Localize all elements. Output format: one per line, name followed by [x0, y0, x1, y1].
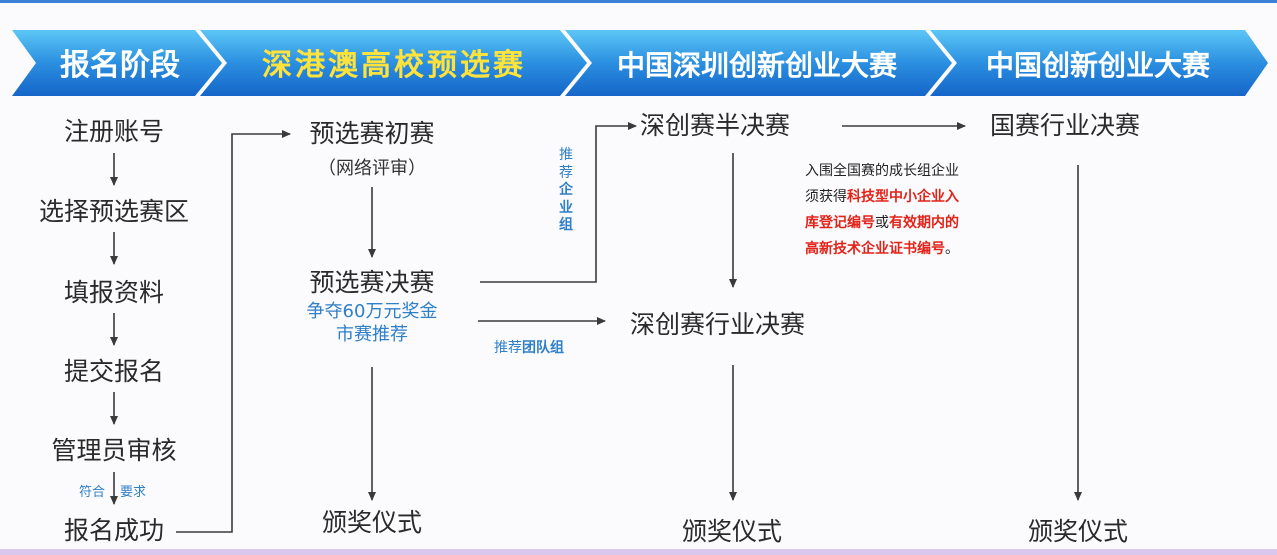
sz-award: 颁奖仪式	[681, 517, 782, 546]
preliminary-first-round-note: （网络评审）	[318, 158, 426, 179]
recommend-enterprise-char-3: 企	[559, 182, 573, 198]
prize-text-line2: 市赛推荐	[336, 324, 408, 345]
recommend-enterprise-char-4: 业	[559, 199, 573, 216]
step-select-zone: 选择预选赛区	[38, 197, 189, 226]
top-border	[0, 0, 1277, 3]
recommend-enterprise-label: 推 荐 企 业 组	[558, 147, 574, 235]
preliminary-award: 颁奖仪式	[321, 508, 422, 537]
step-submit: 提交报名	[63, 357, 164, 386]
prize-text-line1: 争夺60万元奖金	[306, 301, 438, 322]
note-line-2: 须获得科技型中小企业入	[805, 189, 959, 205]
recommend-team-prefix: 推荐	[494, 340, 522, 356]
national-industry-final: 国赛行业决赛	[990, 111, 1141, 140]
step-register-account: 注册账号	[63, 117, 164, 146]
note-line-3: 库登记编号或有效期内的	[805, 215, 959, 231]
preliminary-final: 预选赛决赛	[309, 268, 435, 297]
banner-chevron-2	[200, 30, 587, 96]
arrow-to-semifinal	[480, 122, 637, 283]
banner-chevron-4	[930, 30, 1268, 96]
step-fill-info: 填报资料	[63, 278, 164, 307]
recommend-enterprise-char-2: 荐	[559, 164, 573, 181]
national-requirement-note: 入围全国赛的成长组企业 须获得科技型中小企业入 库登记编号或有效期内的 高新技术…	[805, 158, 1010, 262]
requirement-label-a: 符合	[79, 485, 106, 500]
requirement-label-b: 要求	[120, 485, 147, 500]
sz-semifinal: 深创赛半决赛	[640, 111, 791, 140]
note-line-1: 入围全国赛的成长组企业	[805, 163, 959, 179]
banner-stage-3: 中国深圳创新创业大赛	[617, 49, 898, 82]
step-success: 报名成功	[63, 516, 164, 545]
banner-stage-4: 中国创新创业大赛	[986, 49, 1211, 82]
step-admin-review: 管理员审核	[51, 436, 177, 465]
recommend-team-label: 推荐团队组	[494, 337, 564, 357]
arrow-success-to-preliminary	[176, 130, 291, 533]
note-line-4: 高新技术企业证书编号。	[805, 241, 959, 257]
banner-stage-1: 报名阶段	[60, 48, 180, 83]
preliminary-first-round: 预选赛初赛	[309, 119, 435, 148]
recommend-team-group: 团队组	[522, 340, 564, 356]
bottom-border	[0, 549, 1277, 555]
sz-industry-final: 深创赛行业决赛	[630, 310, 806, 339]
recommend-enterprise-char-5: 组	[559, 217, 573, 233]
national-award: 颁奖仪式	[1027, 517, 1128, 546]
banner-chevron-1	[12, 30, 222, 96]
banner-stage-2: 深港澳高校预选赛	[262, 48, 526, 83]
recommend-enterprise-char-1: 推	[559, 147, 573, 163]
banner-chevron-3	[565, 30, 952, 96]
